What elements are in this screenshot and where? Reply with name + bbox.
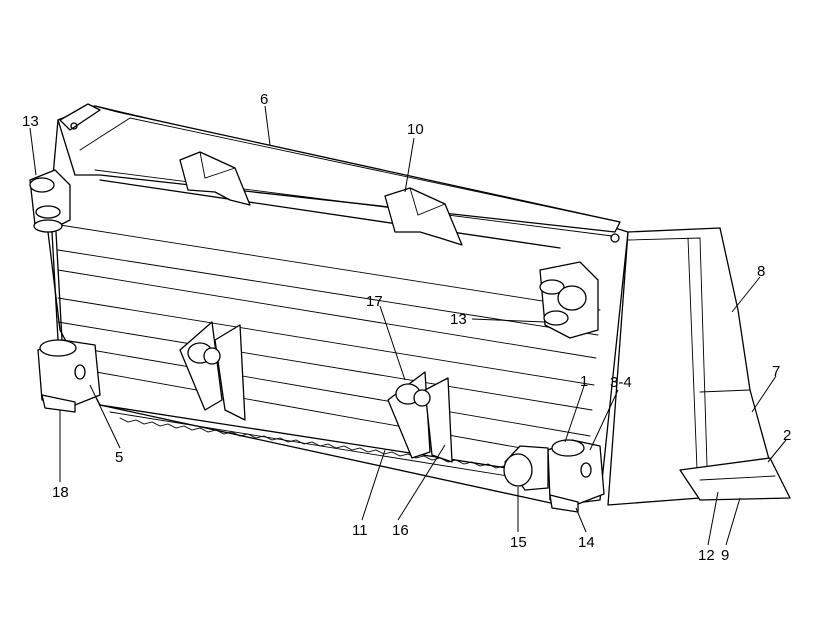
callout-labels: 6 10 13 13 8 7 2 17 1 3-4 5 18 11 16 15 … — [22, 91, 791, 564]
callout-3-4: 3-4 — [610, 374, 632, 391]
callout-18: 18 — [52, 484, 69, 501]
callout-13-left: 13 — [22, 113, 39, 130]
callout-5: 5 — [115, 449, 123, 466]
top-beam — [57, 103, 621, 249]
end-plate — [607, 227, 791, 506]
callout-15: 15 — [510, 534, 527, 551]
callout-8: 8 — [757, 263, 765, 280]
left-clevis — [29, 169, 71, 341]
callout-10: 10 — [407, 121, 424, 138]
right-trunnion — [547, 439, 605, 513]
callout-16: 16 — [392, 522, 409, 539]
callout-7: 7 — [772, 363, 780, 380]
callout-17: 17 — [366, 293, 383, 310]
callout-1: 1 — [580, 373, 588, 390]
callout-14: 14 — [578, 534, 595, 551]
callout-12: 12 — [698, 547, 715, 564]
right-clevis — [539, 261, 599, 339]
callout-2: 2 — [783, 427, 791, 444]
callout-6: 6 — [260, 91, 268, 108]
left-trunnion — [37, 339, 101, 413]
brackets — [179, 151, 463, 246]
leader-lines — [29, 105, 787, 546]
cylinder-mounts — [179, 321, 453, 463]
callout-9: 9 — [721, 547, 729, 564]
callout-11: 11 — [352, 522, 368, 539]
callout-13-right: 13 — [450, 311, 467, 328]
pin — [503, 445, 549, 491]
